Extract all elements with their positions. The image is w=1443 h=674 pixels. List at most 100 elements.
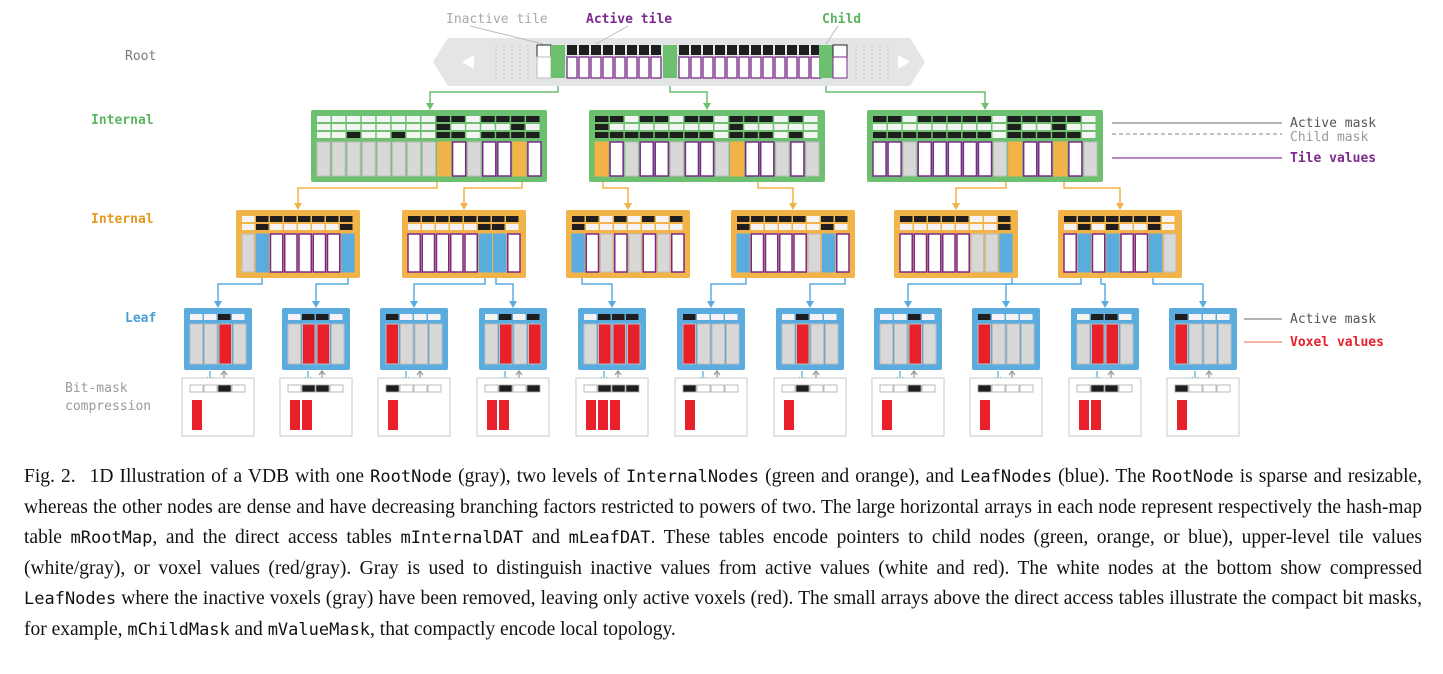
lower-internal-node-4-mask-bit	[765, 216, 778, 222]
caption-code-internalnodes: InternalNodes	[625, 467, 759, 487]
lower-internal-node-1-mask-bit	[312, 216, 325, 222]
upper-internal-node-2-mask-bit	[759, 124, 773, 130]
upper-internal-node-2-active-tile	[699, 141, 715, 177]
lower-internal-node-6-mask-bit	[1064, 216, 1077, 222]
lower-internal-node-3-mask-bit	[642, 216, 655, 222]
upper-internal-node-3-mask-bit	[873, 116, 887, 122]
compressed-active-voxel	[388, 400, 398, 430]
root-key	[775, 45, 785, 55]
lower-internal-node-3-mask-bit	[670, 224, 683, 230]
lower-internal-node-5-mask-bit	[928, 216, 941, 222]
lower-internal-node-6-mask-bit	[1078, 216, 1091, 222]
compressed-mask-bit	[287, 384, 302, 393]
compressed-mask-bit	[1005, 384, 1020, 393]
caption-text-9: where the inactive voxels (gray) have be…	[24, 588, 1422, 640]
compressed-mask-bit	[427, 384, 442, 393]
leaf-node-2-mask-bit	[316, 314, 329, 320]
compressed-mask-bit	[385, 384, 400, 393]
upper-internal-node-1-mask-bit	[466, 132, 480, 138]
lower-internal-node-3-mask-bit	[628, 216, 641, 222]
upper-internal-node-3-inactive-value	[993, 141, 1008, 177]
upper-internal-node-1-inactive-value	[346, 141, 361, 177]
lower-internal-node-4-active-tile	[779, 233, 793, 273]
root-active-tile	[786, 56, 798, 79]
upper-internal-node-2-mask-bit	[774, 132, 788, 138]
upper-internal-node-2-active-tile	[654, 141, 670, 177]
lower-internal-node-6-mask-bit	[1106, 224, 1119, 230]
compressed-active-voxel	[586, 400, 596, 430]
lower-internal-node-3-mask-bit	[628, 224, 641, 230]
upper-internal-node-2-inactive-value	[669, 141, 684, 177]
leaf-node-2-voxel	[302, 323, 316, 365]
tree-edges	[214, 86, 1207, 308]
upper-internal-node-1-mask-bit	[346, 116, 361, 122]
lower-internal-node-4-mask-bit	[821, 224, 834, 230]
upper-internal-node-1-mask-bit	[406, 132, 421, 138]
upper-internal-node-1-mask-bit	[436, 124, 450, 130]
lower-internal-node-3-inactive-value	[657, 233, 671, 273]
leaf-node-3-mask-bit	[414, 314, 427, 320]
lower-internal-node-4-mask-bit	[779, 216, 792, 222]
lower-internal-node-3-mask-bit	[572, 216, 585, 222]
compressed-active-voxel	[499, 400, 509, 430]
edge-lower-leaf-2	[315, 278, 349, 302]
compressed-active-voxel	[598, 400, 608, 430]
upper-internal-node-1-mask-bit	[526, 132, 540, 138]
leaf-node-3-inactive-value	[400, 323, 414, 365]
leaf-node-7-inactive-value	[781, 323, 795, 365]
leaf-node-6-mask-bit	[683, 314, 696, 320]
upper-internal-node-2-mask-bit	[759, 132, 773, 138]
edge-lower-leaf-8-arrowhead	[904, 301, 912, 308]
lower-internal-node-6-mask-bit	[1120, 224, 1133, 230]
lower-internal-node-1-mask-bit	[340, 216, 353, 222]
lower-internal-node-4-child-pointer	[822, 233, 836, 273]
upper-internal-node-2-active-tile	[684, 141, 700, 177]
lower-internal-node-3-mask-bit	[586, 216, 599, 222]
upper-internal-node-1-inactive-value	[406, 141, 421, 177]
upper-internal-node-3-active-tile	[962, 141, 978, 177]
compressed-mask-bit	[189, 384, 204, 393]
compressed-active-voxel	[685, 400, 695, 430]
lower-internal-node-6-mask-bit	[1120, 216, 1133, 222]
leaf-node-8-voxel	[908, 323, 922, 365]
lower-internal-node-1-mask-bit	[326, 224, 339, 230]
root-key	[739, 45, 749, 55]
upper-internal-node-2-mask-bit	[759, 116, 773, 122]
leaf-node-11-voxel	[1174, 323, 1188, 365]
upper-internal-node-1-child-pointer	[512, 141, 527, 177]
upper-internal-node-2-mask-bit	[684, 124, 699, 130]
compressed-active-voxel	[882, 400, 892, 430]
upper-internal-node-1-active-tile	[497, 141, 512, 177]
leaf-node-1-inactive-value	[233, 323, 247, 365]
leaf-node-1-mask-bit	[218, 314, 231, 320]
upper-internal-node-3-mask-bit	[992, 124, 1006, 130]
lower-internal-node-1-active-tile	[298, 233, 312, 273]
upper-internal-node-2-mask-bit	[729, 124, 743, 130]
lower-internal-node-6-child-pointer	[1077, 233, 1091, 273]
edge-lower-leaf-10	[1100, 278, 1106, 302]
edge-upper-lower-3-arrowhead	[624, 203, 632, 210]
root-key	[579, 45, 589, 55]
upper-internal-node-3-mask-bit	[992, 132, 1006, 138]
lower-internal-node-1-mask-bit	[256, 224, 269, 230]
compressed-mask-bit	[611, 384, 626, 393]
leaf-node-5-mask-bit	[612, 314, 625, 320]
upper-internal-node-1-inactive-value	[361, 141, 376, 177]
leaf-node-8-mask-bit	[894, 314, 907, 320]
leaf-node-7-voxel	[796, 323, 810, 365]
upper-internal-node-1-mask-bit	[376, 132, 391, 138]
compressed-active-voxel	[1177, 400, 1187, 430]
leaf-node-8-mask-bit	[908, 314, 921, 320]
root-active-tile	[750, 56, 762, 79]
upper-internal-node-3-active-tile	[1022, 141, 1038, 177]
compressed-active-voxel	[784, 400, 794, 430]
upper-internal-node-1-inactive-value	[391, 141, 406, 177]
compressed-mask-bit	[696, 384, 711, 393]
upper-internal-node-3-inactive-value	[1083, 141, 1098, 177]
upper-internal-node-2-mask-bit	[624, 124, 639, 130]
root-active-tile	[590, 56, 602, 79]
upper-internal-node-1-mask-bit	[406, 124, 421, 130]
upper-internal-node-3-mask-bit	[917, 116, 932, 122]
leaf-node-2-inactive-value	[331, 323, 345, 365]
lower-internal-node-4-mask-bit	[835, 216, 848, 222]
